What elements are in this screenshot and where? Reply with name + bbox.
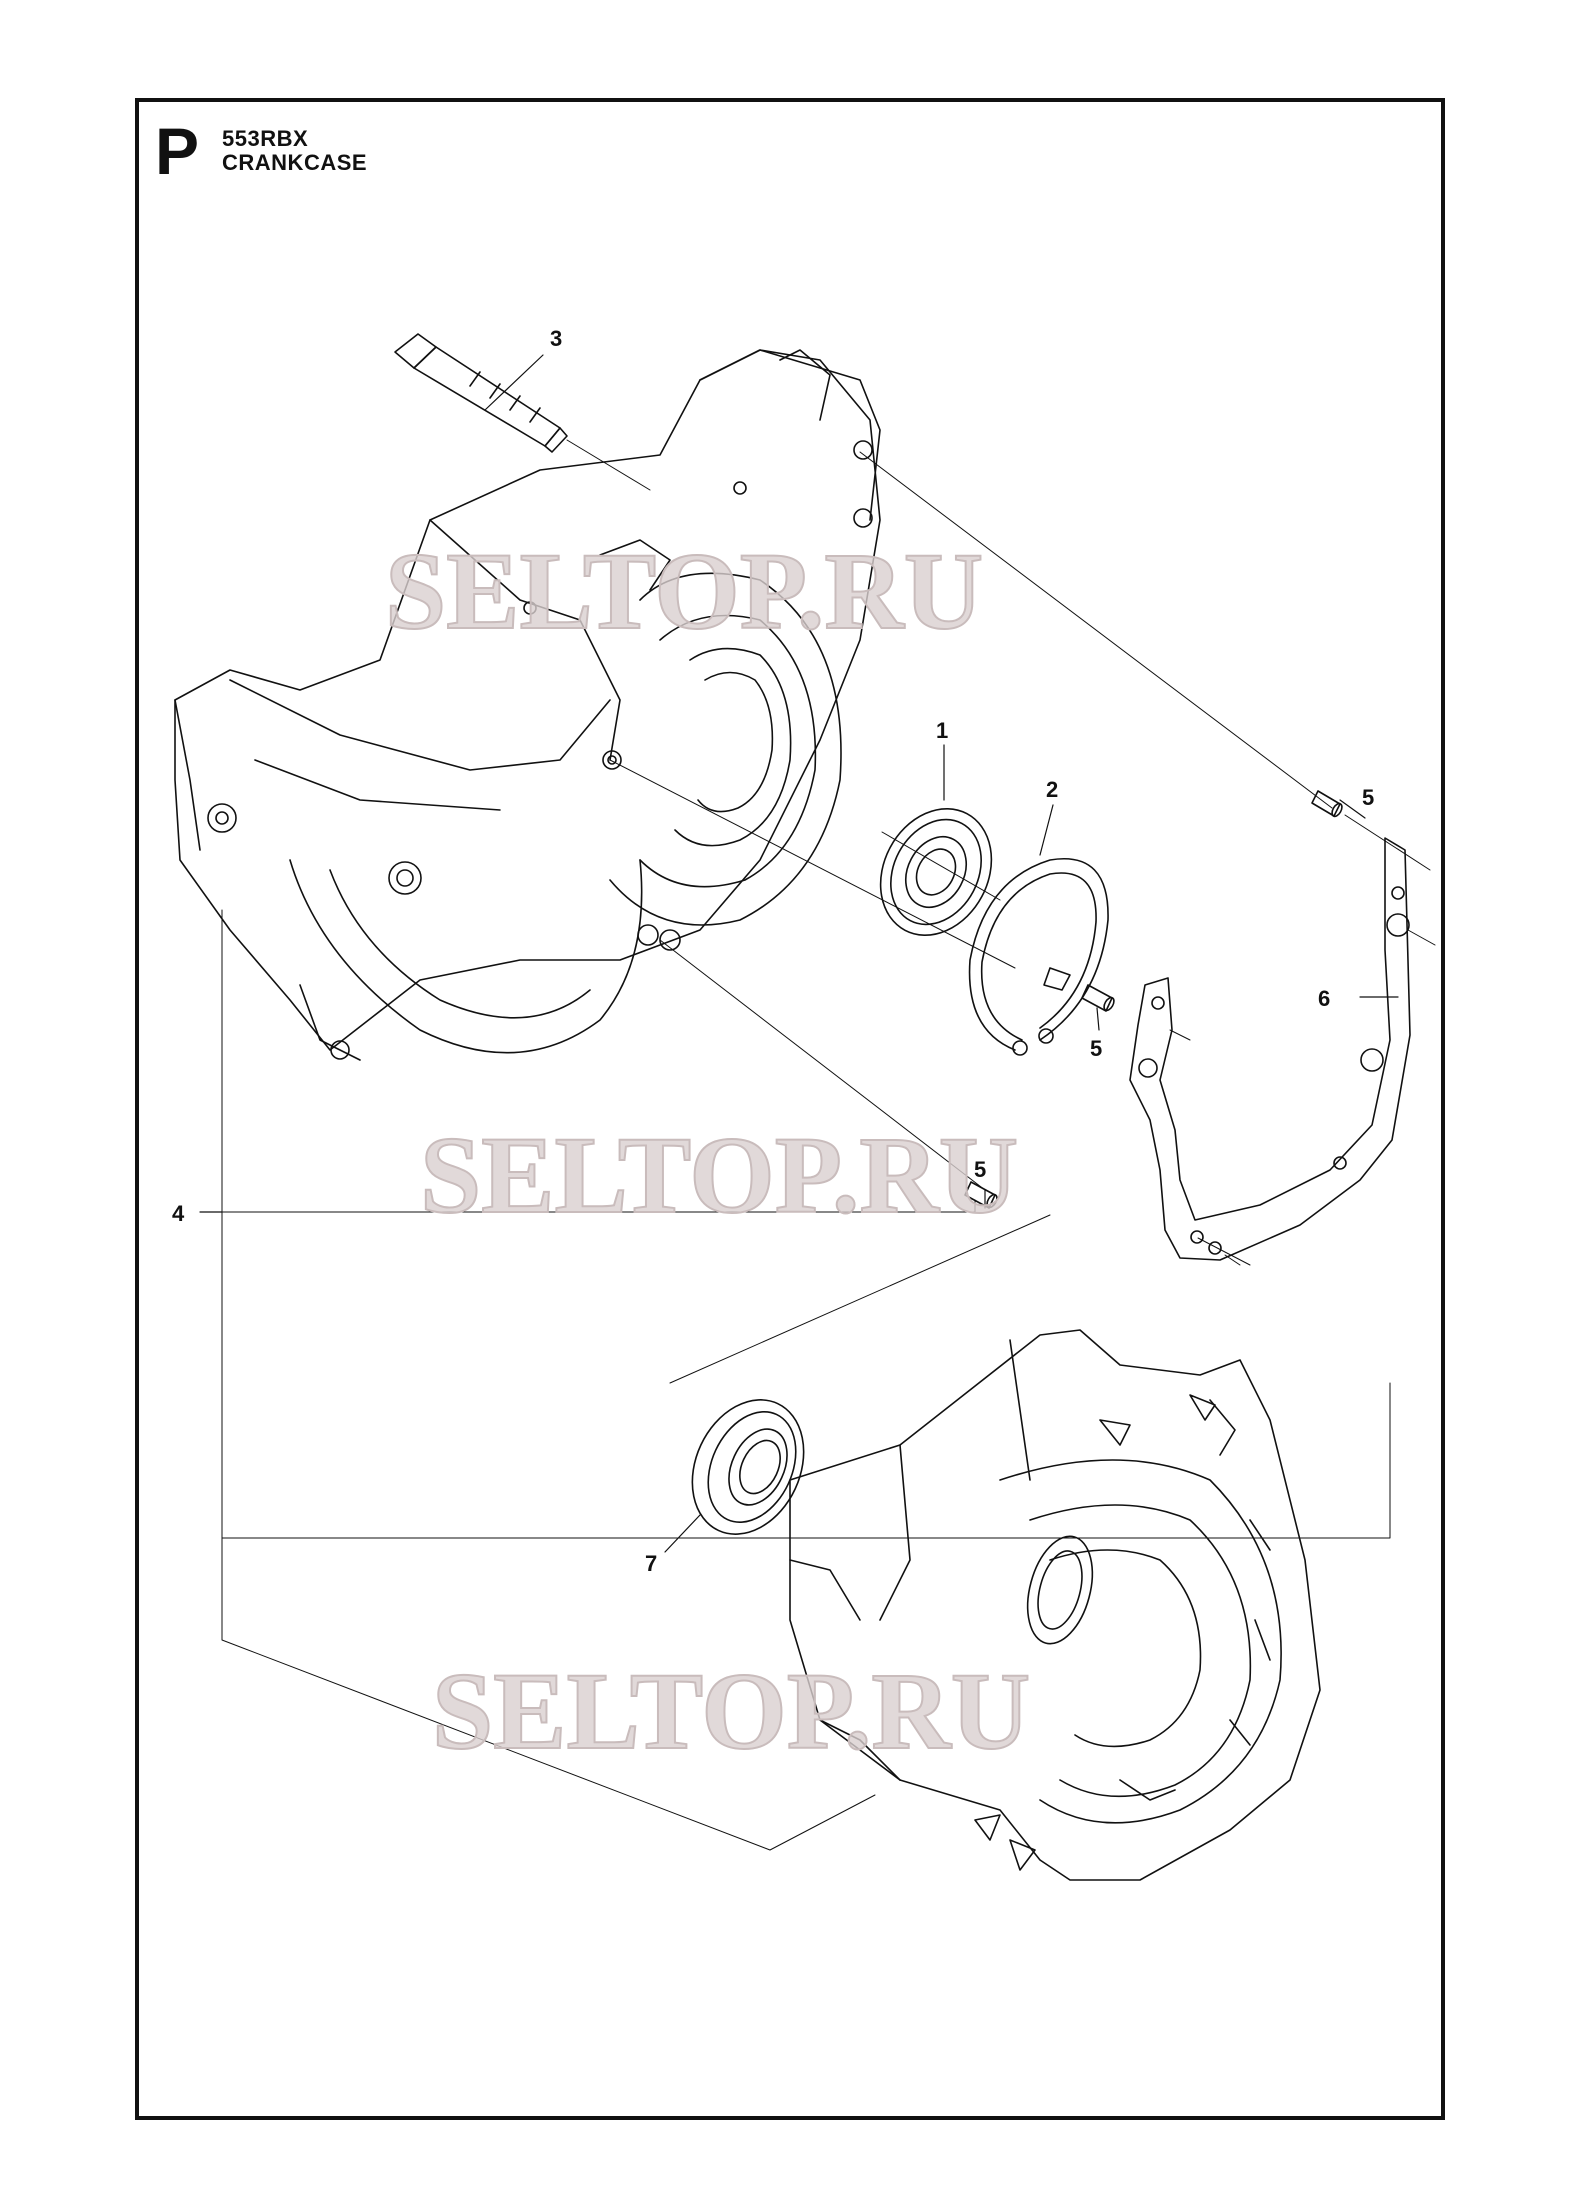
- drawing-frame: [135, 98, 1445, 2120]
- assembly-lines: [221, 451, 1391, 1851]
- page-title: CRANKCASE: [222, 150, 368, 175]
- section-letter: P: [155, 114, 200, 188]
- gasket-part-6: [1129, 814, 1436, 1266]
- callout-3: 3: [550, 326, 562, 351]
- callout-leaders: [199, 354, 1399, 1553]
- watermark-1: SELTOP.RU: [385, 530, 983, 652]
- oil-seal-part-7: [691, 1399, 805, 1535]
- callout-5c: 5: [974, 1157, 986, 1182]
- callout-7: 7: [645, 1551, 657, 1576]
- callout-5b: 5: [1090, 1036, 1102, 1061]
- model-number: 553RBX: [222, 126, 309, 151]
- crankcase-half-upper-part-4: [174, 349, 881, 1061]
- bolt-part-3: [394, 333, 651, 491]
- circlip-part-2: [968, 858, 1109, 1056]
- crankcase-half-lower-part-4: [789, 1329, 1321, 1881]
- callout-6: 6: [1318, 986, 1330, 1011]
- watermark-3: SELTOP.RU: [432, 1650, 1030, 1772]
- bearing-part-1: [879, 808, 1001, 936]
- dowel-pins-part-5: [964, 790, 1343, 1209]
- callout-1: 1: [936, 718, 948, 743]
- callout-4: 4: [172, 1201, 185, 1226]
- callout-5a: 5: [1362, 785, 1374, 810]
- watermark-2: SELTOP.RU: [420, 1114, 1018, 1236]
- callout-2: 2: [1046, 777, 1058, 802]
